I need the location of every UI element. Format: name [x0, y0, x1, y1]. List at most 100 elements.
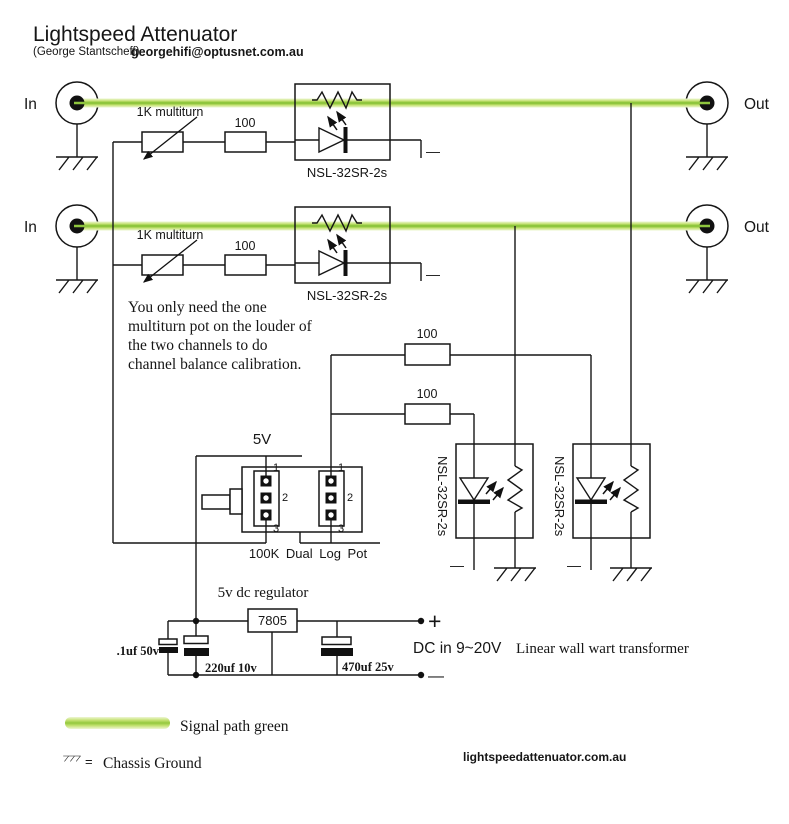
chassis-ground-icon	[55, 279, 99, 294]
light-arrow	[485, 480, 497, 495]
light-arrow	[336, 233, 347, 249]
series-resistor-body	[224, 254, 267, 276]
capacitor-c1-label: .1uf 50v	[117, 644, 160, 658]
led-symbol	[318, 126, 346, 154]
chassis-ground-icon	[685, 156, 729, 171]
trim-pot-body	[141, 254, 184, 276]
pot-section-a-pads	[260, 475, 272, 521]
chassis-ground-icon	[685, 279, 729, 294]
drive-resistor2-body	[404, 403, 451, 425]
led-symbol	[318, 249, 346, 277]
pot-terminal-label: 2	[347, 492, 353, 504]
light-arrow	[492, 486, 504, 501]
drive-resistor1-body	[404, 343, 451, 366]
note-text: You only need the one multiturn pot on t…	[128, 299, 313, 373]
dc-in-label: DC in 9~20V	[413, 640, 502, 657]
pot-terminal-label: 2	[282, 492, 288, 504]
light-arrow	[602, 480, 614, 495]
trim-pot-label: 1K multiturn	[137, 228, 204, 242]
pot-terminal-label: 1	[338, 462, 344, 474]
channel-2: In Out 1K multiturn 100	[24, 206, 770, 303]
led-cathode-bar	[575, 499, 607, 504]
regulator-7805-label: 7805	[258, 613, 287, 628]
channel2-optocoupler	[294, 206, 391, 284]
minus-terminal: —	[567, 557, 581, 573]
regulator-7805-body	[247, 608, 298, 633]
page-title: Lightspeed Attenuator	[33, 23, 237, 46]
optocoupler-label: NSL-32SR-2s	[307, 288, 388, 303]
power-supply: 5v dc regulator 7805 .1uf 50v 2	[117, 585, 689, 685]
capacitor-c2	[183, 635, 209, 656]
led-drive-wiring	[112, 103, 632, 621]
channel1-wires	[113, 139, 422, 158]
shunt-optocoupler-2: NSL-32SR-2s —	[552, 443, 653, 582]
dual-log-pot: 1 2 3 1 2 3 100K Dual Log Pot	[113, 462, 380, 561]
pot-adjust-arrow	[142, 116, 198, 160]
ldr-resistor-symbol	[506, 465, 524, 513]
chassis-ground-legend-label: Chassis Ground	[103, 755, 202, 772]
light-arrow	[327, 115, 338, 131]
author-credit: (George Stantscheff)	[33, 46, 140, 58]
channel1-out-label: Out	[744, 96, 770, 113]
trim-pot-body	[141, 131, 184, 153]
channel2-wires	[113, 262, 422, 281]
regulator-heading: 5v dc regulator	[218, 585, 309, 601]
psu-junction-dots	[192, 617, 425, 679]
channel1-grounds	[55, 124, 729, 171]
drive-resistor1-label: 100	[417, 327, 438, 341]
channel1-optocoupler	[294, 83, 391, 161]
header: Lightspeed Attenuator (George Stantschef…	[33, 23, 304, 59]
channel1-in-label: In	[24, 96, 37, 113]
jack-pins	[69, 95, 715, 234]
ldr-resistor-symbol	[622, 465, 640, 513]
note-line: multiturn pot on the louder of	[128, 318, 313, 335]
shunt-optocoupler-1: NSL-32SR-2s —	[435, 443, 537, 582]
pot-terminal-label: 3	[273, 523, 279, 535]
signal-path-legend-label: Signal path green	[180, 718, 289, 735]
chassis-ground-icon	[493, 567, 537, 582]
pot-terminal-label: 3	[338, 523, 344, 535]
contact-email: georgehifi@optusnet.com.au	[131, 45, 304, 59]
led-cathode-bar	[343, 250, 348, 276]
optocoupler-label: NSL-32SR-2s	[435, 456, 450, 537]
channel-1: In Out 1K multiturn 100	[24, 83, 770, 180]
ldr-resistor-symbol	[312, 213, 362, 233]
note-line: You only need the one	[128, 299, 267, 316]
equals-sign: =	[85, 754, 93, 769]
pot-adjust-arrow	[142, 239, 198, 283]
drive-resistor2-label: 100	[417, 387, 438, 401]
channel2-in-label: In	[24, 219, 37, 236]
capacitor-c1	[158, 638, 178, 653]
light-arrow	[609, 486, 621, 501]
pot-shaft	[201, 494, 231, 510]
led-symbol	[458, 477, 490, 502]
trim-pot-label: 1K multiturn	[137, 105, 204, 119]
led-cathode-bar	[458, 499, 490, 504]
chassis-ground-icon	[55, 156, 99, 171]
pot-bushing	[229, 488, 243, 515]
capacitor-c2-label: 220uf 10v	[205, 661, 257, 675]
led-symbol	[575, 477, 607, 502]
channel2-out-label: Out	[744, 219, 770, 236]
series-resistor-label: 100	[235, 116, 256, 130]
light-arrow	[336, 110, 347, 126]
capacitor-c3	[321, 636, 353, 656]
dc-plus-terminal: +	[428, 608, 441, 634]
led-cathode-bar	[343, 127, 348, 153]
minus-terminal: —	[426, 266, 440, 282]
supply-5v-label: 5V	[253, 431, 271, 448]
ldr-resistor-symbol	[312, 90, 362, 110]
optocoupler-label: NSL-32SR-2s	[307, 165, 388, 180]
dc-in-note: Linear wall wart transformer	[516, 641, 689, 657]
note-line: channel balance calibration.	[128, 356, 301, 373]
dc-minus-terminal: —	[428, 668, 444, 685]
pot-bottom-wires	[113, 520, 380, 544]
pot-terminal-label: 1	[273, 462, 279, 474]
minus-terminal: —	[450, 557, 464, 573]
note-line: the two channels to do	[128, 337, 268, 354]
website-url: lightspeedattenuator.com.au	[463, 750, 626, 764]
pot-section-b-pads	[325, 475, 337, 521]
dual-pot-label: 100K Dual Log Pot	[249, 546, 368, 561]
